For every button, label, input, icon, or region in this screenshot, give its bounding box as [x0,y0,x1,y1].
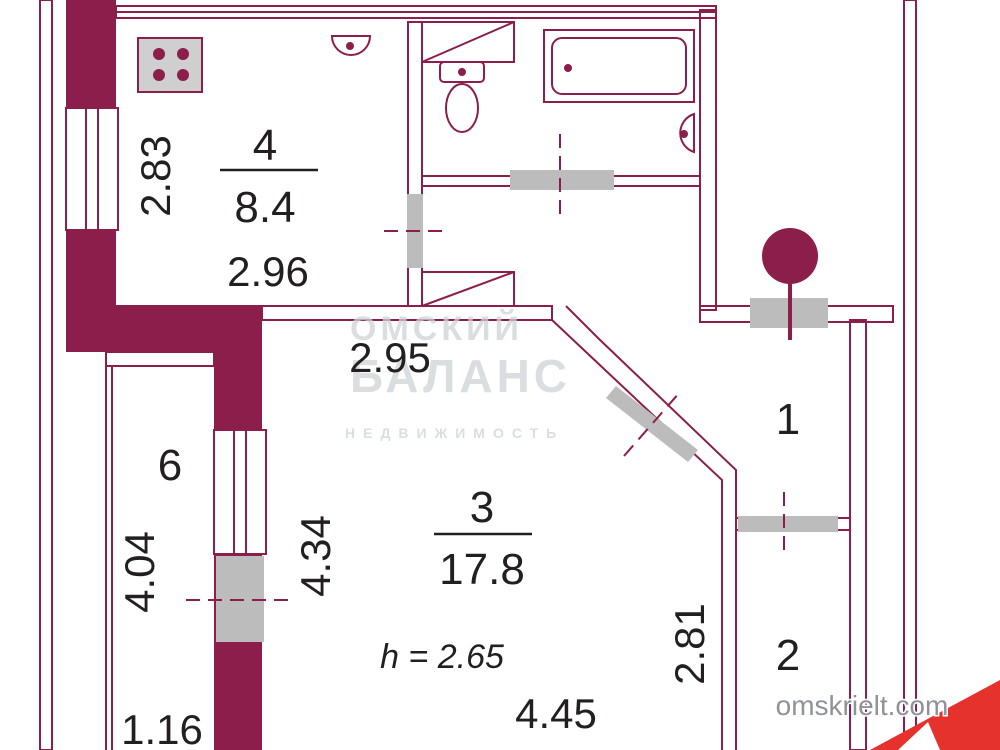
room-number-1: 1 [776,395,800,444]
site-url-halo: omskrielt.com [776,690,949,721]
door-axes [186,134,785,601]
dim-loggia-length: 4.04 [116,531,163,613]
watermark-line3: НЕДВИЖИМОСТЬ [345,425,564,441]
watermark-line1: ОМСКИЙ [350,309,523,348]
dim-top-width: 2.95 [349,334,431,381]
door-closet-2 [738,516,838,532]
stove-icon [137,37,203,93]
watermark: ОМСКИЙ БАЛАНС НЕДВИЖИМОСТЬ [345,309,571,441]
window-room [213,429,267,555]
outer-frame [39,0,917,750]
site-url: omskrielt.com [776,690,949,721]
room-labels: 4 8.4 3 17.8 1 2 6 [158,121,800,680]
room-number-4: 4 [253,121,277,170]
washbasin-icon [679,112,695,154]
dim-loggia-width: 1.16 [121,706,203,750]
windows [65,107,267,555]
bathtub-icon [543,29,695,103]
door-room [606,386,698,462]
dimension-labels: 2.83 2.96 2.95 4.04 4.34 2.81 4.45 1.16 … [116,135,713,750]
dim-kitchen-width: 2.96 [227,248,309,295]
dim-room-side: 2.81 [666,603,713,685]
door-bathroom [510,170,614,190]
watermark-line2: БАЛАНС [350,350,571,402]
toilet-icon [439,61,485,133]
sink-icon [330,35,372,56]
lamp-icon [762,228,818,340]
dim-room-depth: 4.34 [292,515,339,597]
room-number-2: 2 [776,631,800,680]
room-number-3: 3 [470,483,494,532]
site-badge: omskrielt.com omskrielt.com [774,680,1000,750]
room-area-3: 17.8 [439,545,525,594]
dim-room-width: 4.45 [515,690,597,737]
room-area-4: 8.4 [234,183,295,232]
room-number-6: 6 [158,441,182,490]
dim-kitchen-side: 2.83 [132,135,179,217]
ceiling-height: h = 2.65 [380,638,504,676]
window-kitchen [65,107,119,231]
